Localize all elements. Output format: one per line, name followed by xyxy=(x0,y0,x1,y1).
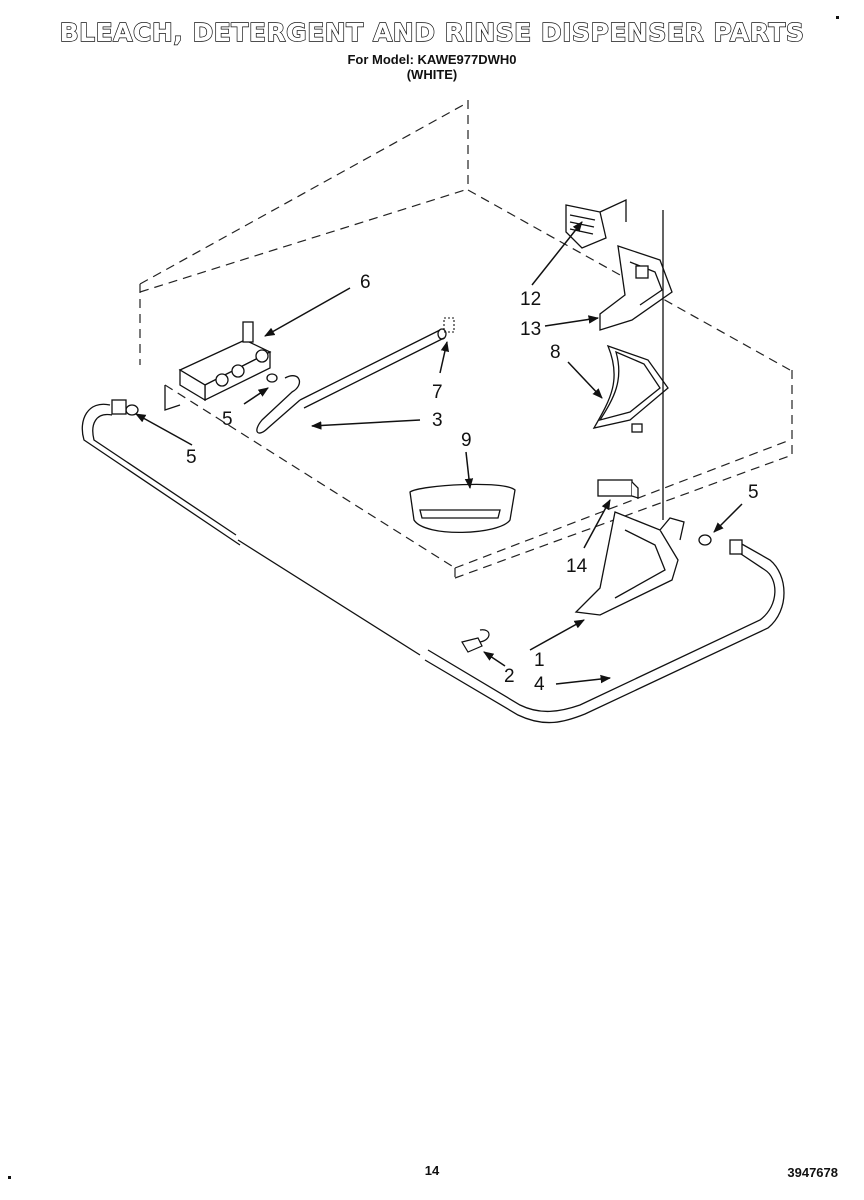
callout-5a: 5 xyxy=(222,409,233,430)
callout-8: 8 xyxy=(550,342,561,363)
callout-2: 2 xyxy=(504,666,515,687)
part-13-housing xyxy=(599,245,673,331)
part-7-cap xyxy=(443,317,455,333)
part-6-manifold xyxy=(164,321,272,411)
part-1-dispenser xyxy=(574,210,685,616)
page-title: BLEACH, DETERGENT AND RINSE DISPENSER PA… xyxy=(59,17,805,47)
callout-labels: 6 12 13 8 7 5 3 5 9 5 14 1 2 4 xyxy=(186,272,759,695)
part-3-hose xyxy=(256,328,447,434)
callout-9: 9 xyxy=(461,430,472,451)
document-code: 3947678 xyxy=(787,1165,838,1180)
model-line: For Model: KAWE977DWH0 xyxy=(347,52,517,67)
scan-mark xyxy=(836,16,839,19)
callout-12: 12 xyxy=(520,289,541,310)
callout-3: 3 xyxy=(432,410,443,431)
model-variant: (WHITE) xyxy=(406,67,458,82)
part-8-gasket xyxy=(592,344,669,433)
fill-hose xyxy=(81,399,785,724)
page-number: 14 xyxy=(424,1163,440,1178)
scan-mark xyxy=(8,1176,11,1179)
model-info: For Model: KAWE977DWH0 (WHITE) xyxy=(0,52,864,82)
leader-arrows xyxy=(135,221,743,685)
part-14-bracket xyxy=(597,479,639,499)
callout-5b: 5 xyxy=(186,447,197,468)
callout-5c: 5 xyxy=(748,482,759,503)
callout-4: 4 xyxy=(534,674,545,695)
part-9-cup xyxy=(409,483,516,534)
part-2-clip xyxy=(461,629,490,653)
callout-14: 14 xyxy=(566,556,588,577)
callout-1: 1 xyxy=(534,650,545,671)
part-12-lid xyxy=(565,198,627,249)
callout-7: 7 xyxy=(432,382,443,403)
callout-6: 6 xyxy=(360,272,371,293)
callout-13: 13 xyxy=(520,319,541,340)
